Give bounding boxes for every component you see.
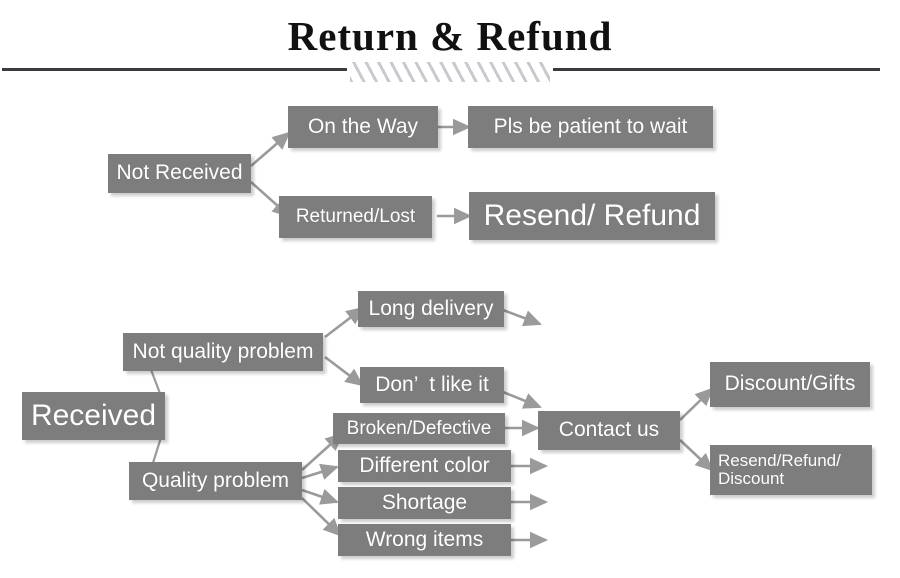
header-divider xyxy=(0,62,900,82)
divider-rule-left xyxy=(2,68,347,71)
node-received[interactable]: Received xyxy=(22,392,165,440)
node-wrong-items[interactable]: Wrong items xyxy=(338,524,511,556)
node-different-color[interactable]: Different color xyxy=(338,450,511,482)
node-broken-defective[interactable]: Broken/Defective xyxy=(333,413,505,444)
node-long-delivery[interactable]: Long delivery xyxy=(358,291,504,327)
node-returned-lost[interactable]: Returned/Lost xyxy=(279,196,432,238)
node-pls-be-patient-to-wait[interactable]: Pls be patient to wait xyxy=(468,106,713,148)
divider-hatch-ornament xyxy=(350,62,550,82)
page-title: Return & Refund xyxy=(287,13,613,59)
node-not-quality-problem[interactable]: Not quality problem xyxy=(123,333,323,371)
node-discount-gifts[interactable]: Discount/Gifts xyxy=(710,362,870,407)
node-not-received[interactable]: Not Received xyxy=(108,154,251,193)
node-on-the-way[interactable]: On the Way xyxy=(288,106,438,148)
node-quality-problem[interactable]: Quality problem xyxy=(129,462,302,500)
node-resend-refund[interactable]: Resend/ Refund xyxy=(469,192,715,240)
node-resend-refund-discount[interactable]: Resend/Refund/ Discount xyxy=(710,445,872,495)
divider-rule-right xyxy=(553,68,880,71)
node-shortage[interactable]: Shortage xyxy=(338,487,511,519)
node-dont-like-it[interactable]: Don’ t like it xyxy=(360,367,504,403)
node-contact-us[interactable]: Contact us xyxy=(538,411,680,450)
